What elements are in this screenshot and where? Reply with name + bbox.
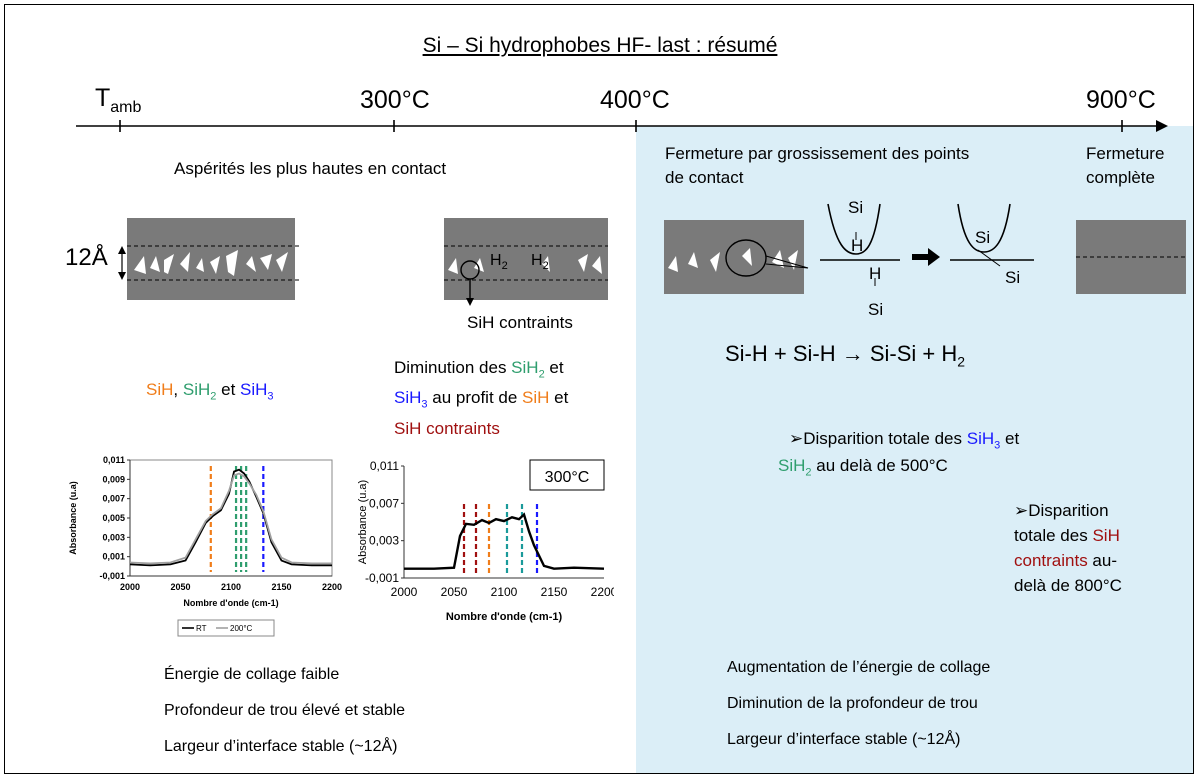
- y-tick-label: -0,001: [99, 571, 125, 581]
- conclusion-augmentation: Augmentation de l’énergie de collage: [727, 659, 991, 676]
- y-axis-label: Absorbance (u.a): [68, 481, 78, 555]
- reaction-equation: Si-H + Si-H → Si-Si + H2: [725, 341, 966, 370]
- conclusion-largeur-right: Largeur d’interface stable (~12Å): [727, 731, 961, 748]
- x-tick-label: 2050: [441, 585, 468, 599]
- down-arrow-icon: [466, 298, 474, 306]
- diminution-text: Diminution des SiH2 et SiH3 au profit de…: [394, 356, 634, 441]
- x-axis-label: Nombre d'onde (cm-1): [183, 598, 278, 608]
- si-bottom-2: Si: [1005, 268, 1021, 287]
- right-conclusions: Augmentation de l’énergie de collage Dim…: [727, 655, 990, 753]
- label-400: 400°C: [600, 86, 670, 114]
- ftir-chart-rt: 2000 2050 2100 2150 2200 0,011 0,009 0,007 0,005…: [68, 455, 342, 637]
- axis-arrow-icon: [1156, 120, 1168, 132]
- species-text: SiH, SiH2 et SiH3: [146, 380, 274, 403]
- slide-title: Si – Si hydrophobes HF- last : résumé: [422, 34, 778, 57]
- disparition-500-l2: SiH2 au delà de 500°C: [778, 456, 948, 479]
- series-line: [129, 472, 332, 565]
- x-tick-label: 2000: [120, 582, 140, 592]
- conclusion-energie: Énergie de collage faible: [164, 666, 340, 683]
- y-tick-label: 0,003: [369, 534, 399, 548]
- y-tick-label: 0,011: [103, 455, 125, 465]
- y-tick-label: -0,001: [365, 571, 399, 585]
- annotation-box: [529, 459, 605, 491]
- x-tick-label: 2000: [391, 585, 418, 599]
- ftir-chart-300: 2000 2050 2100 2150 2200 0,011 0,007 0,003 -0,00…: [357, 459, 614, 623]
- si-bottom-1: Si: [868, 300, 884, 319]
- legend-label-200: 200°C: [230, 624, 253, 633]
- h-bottom: H: [869, 264, 882, 283]
- series-line: [404, 512, 605, 570]
- x-tick-label: 2100: [491, 585, 518, 599]
- conclusion-diminution: Diminution de la profondeur de trou: [727, 695, 978, 712]
- closure-mechanism-diagram: [664, 203, 1186, 294]
- y-tick-label: 0,005: [102, 513, 125, 523]
- disparition-500: ➢Disparition totale des SiH3 et: [789, 429, 1020, 452]
- x-tick-label: 2150: [271, 582, 291, 592]
- x-tick-label: 2200: [322, 582, 342, 592]
- legend-label-rt: RT: [196, 624, 207, 633]
- thickness-label: 12Å: [65, 244, 108, 271]
- left-conclusions: Énergie de collage faible Profondeur de …: [164, 662, 405, 760]
- disparition-800: ➢Disparition totale des SiH contraints a…: [1014, 501, 1122, 595]
- y-tick-label: 0,009: [102, 474, 125, 484]
- y-tick-label: 0,011: [370, 459, 399, 473]
- reaction-arrow-icon: [912, 248, 940, 266]
- series-line: [129, 468, 332, 567]
- diminution-line-2: SiH3 au profit de SiH et: [394, 388, 569, 411]
- x-tick-label: 2150: [541, 585, 568, 599]
- si-top-1: Si: [848, 198, 864, 217]
- label-900: 900°C: [1086, 86, 1156, 114]
- x-tick-label: 2050: [170, 582, 190, 592]
- h2-label-1: H2: [490, 252, 508, 273]
- h-top: H: [851, 236, 864, 255]
- label-tamb: Tamb: [95, 84, 142, 116]
- interface-diagram-300: [444, 218, 608, 306]
- label-300: 300°C: [360, 86, 430, 114]
- slide-frame: [4, 4, 1194, 774]
- temperature-axis: [76, 120, 1168, 132]
- y-tick-label: 0,003: [102, 532, 125, 542]
- conclusion-largeur: Largeur d’interface stable (~12Å): [164, 738, 398, 755]
- y-tick-label: 0,007: [102, 494, 125, 504]
- asperites-text: Aspérités les plus hautes en contact: [174, 159, 447, 178]
- h2-label-2: H2: [531, 252, 549, 273]
- x-tick-label: 2100: [221, 582, 241, 592]
- interface-diagram-ambient: [118, 218, 300, 300]
- plot-frame: [129, 459, 333, 577]
- sih-contraints-label: SiH contraints: [467, 313, 573, 332]
- x-tick-label: 2200: [591, 585, 614, 599]
- diminution-line-1: Diminution des SiH2 et: [394, 358, 564, 381]
- y-axis-label: Absorbance (u.a): [357, 480, 369, 564]
- x-axis-label: Nombre d'onde (cm-1): [446, 611, 563, 623]
- conclusion-profondeur: Profondeur de trou élevé et stable: [164, 702, 406, 719]
- si-top-2: Si: [975, 228, 991, 247]
- y-tick-label: 0,007: [369, 496, 399, 510]
- chart-annotation: 300°C: [545, 469, 590, 486]
- diminution-line-3: SiH contraints: [394, 418, 500, 438]
- y-tick-label: 0,001: [102, 552, 125, 562]
